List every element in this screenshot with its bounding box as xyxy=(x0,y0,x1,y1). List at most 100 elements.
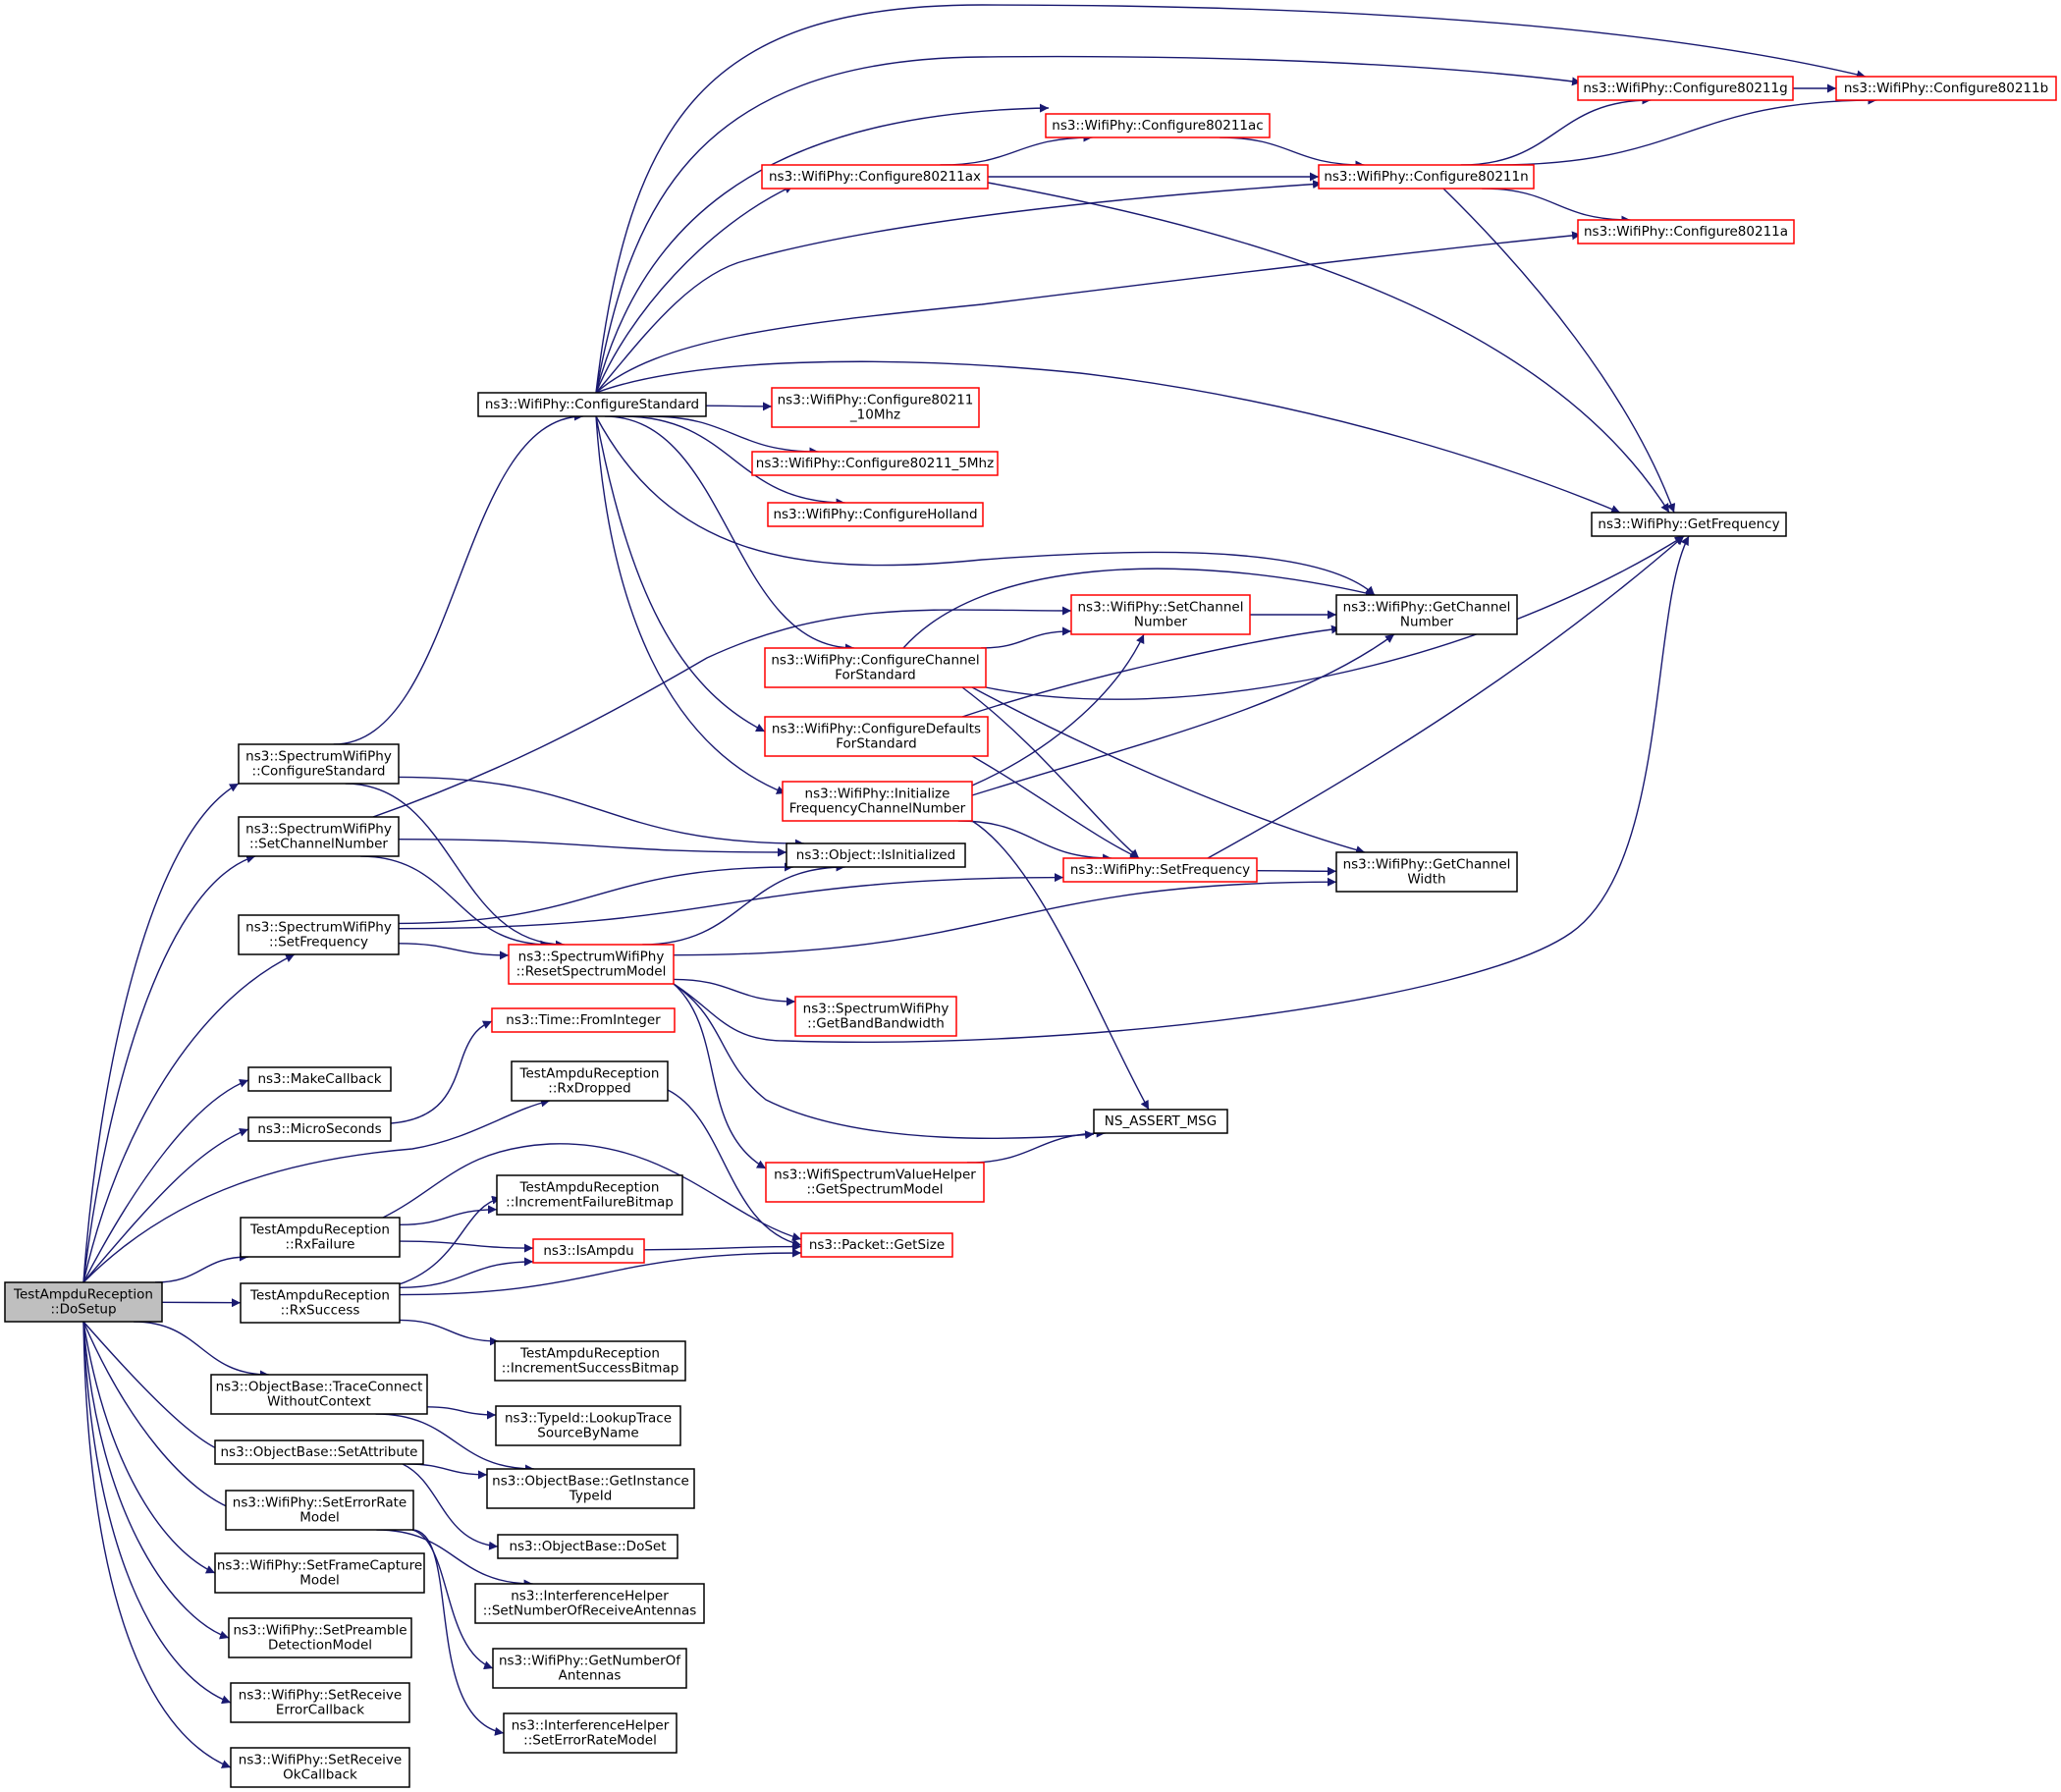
node-configure-standard[interactable]: ns3::WifiPhy::ConfigureStandard xyxy=(477,392,707,417)
node-spectrum-set-frequency[interactable]: ns3::SpectrumWifiPhy::SetFrequency xyxy=(238,914,400,955)
node-label-line: ns3::SpectrumWifiPhy xyxy=(803,1002,949,1017)
node-is-ampdu[interactable]: ns3::IsAmpdu xyxy=(532,1238,645,1264)
node-label-line: ns3::Packet::GetSize xyxy=(809,1237,945,1253)
node-label-line: ::IncrementSuccessBitmap xyxy=(502,1361,679,1377)
node-label-line: ns3::WifiPhy::SetPreamble xyxy=(233,1623,407,1639)
edge-configure_80211n-to-configure_80211b xyxy=(1495,95,1877,166)
node-configure-80211ac[interactable]: ns3::WifiPhy::Configure80211ac xyxy=(1045,113,1271,138)
node-box xyxy=(765,1162,985,1203)
node-rx-success[interactable]: TestAmpduReception::RxSuccess xyxy=(240,1282,401,1324)
node-label-line: ns3::WifiPhy::GetChannel xyxy=(1343,600,1511,616)
node-label-line: DetectionModel xyxy=(268,1638,372,1654)
node-configure-80211a[interactable]: ns3::WifiPhy::Configure80211a xyxy=(1577,219,1795,244)
node-configure-defaults-for-standard[interactable]: ns3::WifiPhy::ConfigureDefaultsForStanda… xyxy=(764,716,989,757)
node-box xyxy=(751,451,999,476)
node-label-line: TestAmpduReception xyxy=(13,1287,153,1303)
node-label-line: TypeId xyxy=(569,1489,613,1504)
node-label-line: ns3::WifiPhy::SetErrorRate xyxy=(233,1495,407,1511)
edge-set_attribute-to-get_instance_type_id xyxy=(407,1463,488,1480)
node-increment-failure-bitmap[interactable]: TestAmpduReception::IncrementFailureBitm… xyxy=(496,1174,683,1216)
node-configure-80211-5mhz[interactable]: ns3::WifiPhy::Configure80211_5Mhz xyxy=(751,451,999,476)
node-label-line: ns3::WifiPhy::SetReceive xyxy=(239,1753,402,1768)
node-spectrum-configure-standard[interactable]: ns3::SpectrumWifiPhy::ConfigureStandard xyxy=(238,743,400,785)
edge-root-to-trace_connect xyxy=(134,1321,269,1380)
edge-configure_standard-to-initialize_frequency_channel_number xyxy=(595,415,786,794)
node-do-set[interactable]: ns3::ObjectBase::DoSet xyxy=(497,1534,678,1559)
edge-configure_standard-to-configure_80211b xyxy=(595,4,1867,394)
node-set-number-of-receive-antennas[interactable]: ns3::InterferenceHelper::SetNumberOfRece… xyxy=(474,1583,705,1624)
edge-configure_defaults_for_standard-to-set_frequency xyxy=(971,755,1140,859)
node-box xyxy=(1335,851,1518,893)
edge-configure_channel_for_standard-to-get_channel_width xyxy=(971,686,1366,854)
node-box xyxy=(494,1340,686,1382)
node-label-line: ns3::WifiPhy::ConfigureStandard xyxy=(485,397,699,412)
node-rx-dropped[interactable]: TestAmpduReception::RxDropped xyxy=(511,1060,669,1102)
node-configure-80211b[interactable]: ns3::WifiPhy::Configure80211b xyxy=(1835,76,2057,101)
node-label-line: Number xyxy=(1134,615,1188,630)
node-box xyxy=(230,1747,410,1788)
node-time-from-integer[interactable]: ns3::Time::FromInteger xyxy=(491,1007,676,1033)
edge-root-to-micro_seconds xyxy=(82,1127,249,1283)
node-box xyxy=(247,1066,392,1092)
node-increment-success-bitmap[interactable]: TestAmpduReception::IncrementSuccessBitm… xyxy=(494,1340,686,1382)
node-label-line: ns3::WifiPhy::GetNumberOf xyxy=(499,1654,681,1669)
node-reset-spectrum-model[interactable]: ns3::SpectrumWifiPhy::ResetSpectrumModel xyxy=(508,944,675,985)
node-label-line: ns3::WifiPhy::ConfigureDefaults xyxy=(772,722,981,737)
node-label-line: ns3::MakeCallback xyxy=(257,1071,381,1087)
node-packet-get-size[interactable]: ns3::Packet::GetSize xyxy=(800,1232,953,1258)
node-configure-80211ax[interactable]: ns3::WifiPhy::Configure80211ax xyxy=(761,164,989,190)
node-micro-seconds[interactable]: ns3::MicroSeconds xyxy=(247,1116,392,1142)
node-label-line: ::SetNumberOfReceiveAntennas xyxy=(483,1603,697,1619)
node-label-line: ns3::WifiPhy::Configure80211b xyxy=(1844,81,2048,96)
edge-root-to-spectrum_set_frequency xyxy=(82,953,296,1283)
node-set-frequency[interactable]: ns3::WifiPhy::SetFrequency xyxy=(1062,857,1258,883)
node-root[interactable]: TestAmpduReception::DoSetup xyxy=(4,1281,163,1323)
node-configure-80211g[interactable]: ns3::WifiPhy::Configure80211g xyxy=(1577,76,1794,101)
node-configure-80211n[interactable]: ns3::WifiPhy::Configure80211n xyxy=(1318,164,1535,190)
node-label-line: ns3::ObjectBase::TraceConnect xyxy=(216,1380,423,1395)
node-label-line: ns3::SpectrumWifiPhy xyxy=(245,749,392,765)
node-object-is-initialized[interactable]: ns3::Object::IsInitialized xyxy=(786,842,966,868)
node-box xyxy=(214,1552,425,1594)
node-set-channel-number[interactable]: ns3::WifiPhy::SetChannelNumber xyxy=(1070,594,1251,635)
edge-spectrum_configure_standard-to-reset_spectrum_model xyxy=(345,783,565,950)
node-initialize-frequency-channel-number[interactable]: ns3::WifiPhy::InitializeFrequencyChannel… xyxy=(782,781,973,822)
edge-configure_channel_for_standard-to-set_channel_number xyxy=(981,626,1072,649)
node-make-callback[interactable]: ns3::MakeCallback xyxy=(247,1066,392,1092)
node-ns-assert-msg[interactable]: NS_ASSERT_MSG xyxy=(1093,1109,1228,1134)
node-label-line: FrequencyChannelNumber xyxy=(789,801,966,817)
node-get-frequency[interactable]: ns3::WifiPhy::GetFrequency xyxy=(1591,512,1787,537)
node-trace-connect[interactable]: ns3::ObjectBase::TraceConnectWithoutCont… xyxy=(210,1374,428,1415)
node-get-spectrum-model[interactable]: ns3::WifiSpectrumValueHelper::GetSpectru… xyxy=(765,1162,985,1203)
node-spectrum-set-channel-number[interactable]: ns3::SpectrumWifiPhy::SetChannelNumber xyxy=(238,816,400,857)
node-box xyxy=(214,1439,424,1465)
node-configure-channel-for-standard[interactable]: ns3::WifiPhy::ConfigureChannelForStandar… xyxy=(764,647,987,688)
node-interference-set-error-rate-model[interactable]: ns3::InterferenceHelper::SetErrorRateMod… xyxy=(503,1712,678,1754)
node-configure-holland[interactable]: ns3::WifiPhy::ConfigureHolland xyxy=(767,502,984,527)
node-get-band-bandwidth[interactable]: ns3::SpectrumWifiPhy::GetBandBandwidth xyxy=(794,996,957,1037)
edge-configure_channel_for_standard-to-get_frequency xyxy=(985,535,1685,700)
edge-reset_spectrum_model-to-get_band_bandwidth xyxy=(673,978,796,1006)
node-label-line: TestAmpduReception xyxy=(519,1066,660,1082)
node-label-line: ErrorCallback xyxy=(276,1703,364,1718)
node-set-attribute[interactable]: ns3::ObjectBase::SetAttribute xyxy=(214,1439,424,1465)
node-rx-failure[interactable]: TestAmpduReception::RxFailure xyxy=(240,1217,401,1258)
node-box xyxy=(240,1217,401,1258)
node-configure-80211-10mhz[interactable]: ns3::WifiPhy::Configure80211_10Mhz xyxy=(771,387,980,428)
node-label-line: ::IncrementFailureBitmap xyxy=(506,1195,674,1211)
node-label-line: ns3::ObjectBase::GetInstance xyxy=(492,1474,689,1490)
edge-root-to-rx_failure xyxy=(154,1252,249,1283)
edge-configure_standard-to-configure_defaults_for_standard xyxy=(595,415,766,733)
edge-configure_standard-to-configure_80211_5mhz xyxy=(648,415,819,457)
node-set-error-rate-model[interactable]: ns3::WifiPhy::SetErrorRateModel xyxy=(225,1490,414,1531)
node-box xyxy=(794,996,957,1037)
